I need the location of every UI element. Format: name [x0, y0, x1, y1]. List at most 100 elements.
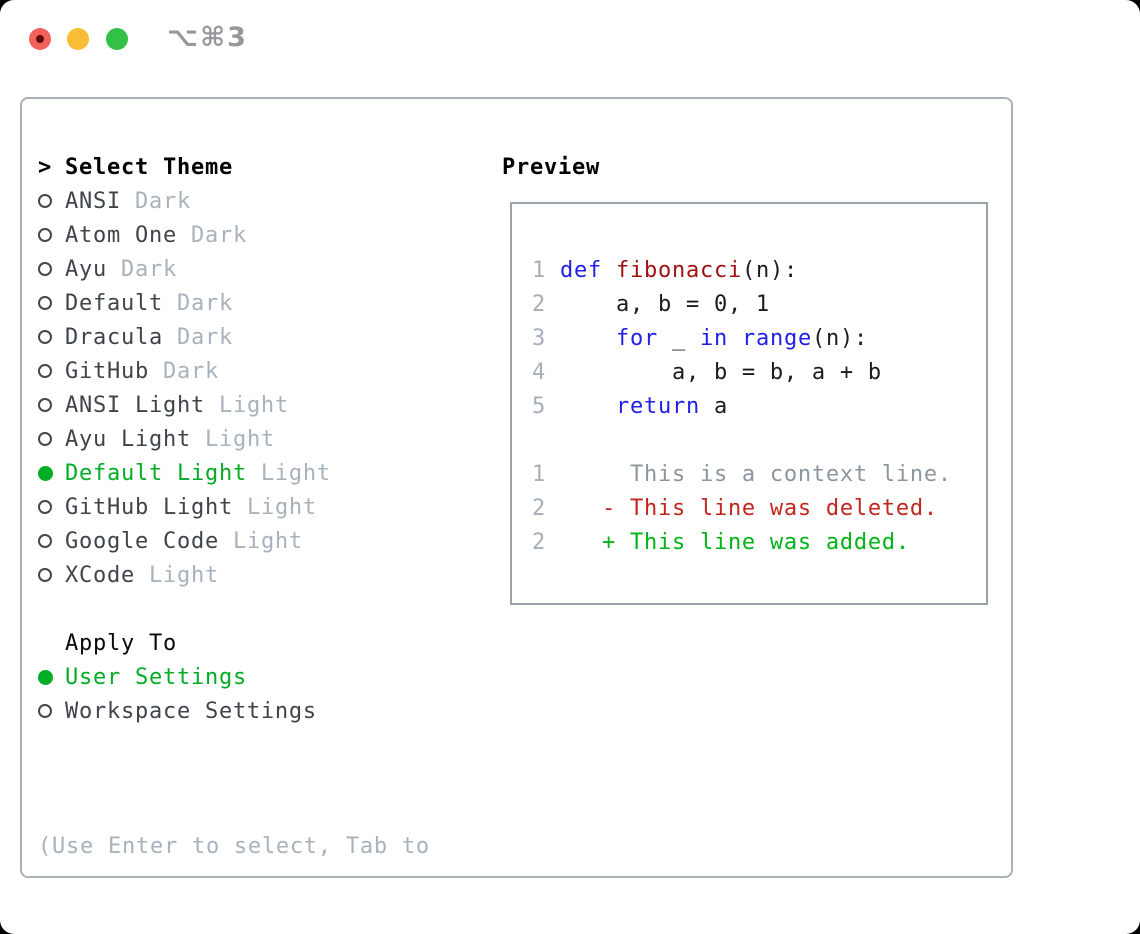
preview-title: Preview — [502, 154, 600, 180]
radio-icon — [38, 364, 65, 378]
radio-icon — [38, 704, 65, 718]
code-token-pl: (n): — [811, 326, 868, 351]
window-shortcut-title: ⌥⌘3 — [167, 22, 248, 53]
close-button[interactable] — [29, 28, 51, 50]
code-token-kw: for — [615, 326, 658, 351]
radio-icon — [38, 262, 65, 276]
code-token-pl: a, b = b, a + b — [560, 360, 882, 385]
code-line: 2 + This line was added. — [532, 526, 986, 560]
theme-option-github[interactable]: GitHub Dark — [38, 354, 488, 388]
theme-option-github-light-label: GitHub Light — [65, 494, 233, 520]
apply-option-user-settings[interactable]: User Settings — [38, 660, 488, 694]
close-dot-icon — [36, 35, 44, 43]
theme-option-ayu-light-label: Ayu Light — [65, 426, 191, 452]
theme-variant-tag: Dark — [162, 290, 233, 316]
radio-icon — [38, 228, 65, 242]
apply-option-user-settings-label: User Settings — [65, 664, 247, 690]
apply-to-header: Apply To — [38, 626, 488, 660]
theme-option-github-light[interactable]: GitHub Light Light — [38, 490, 488, 524]
theme-option-xcode-label: XCode — [65, 562, 135, 588]
apply-option-workspace-settings[interactable]: Workspace Settings — [38, 694, 488, 728]
theme-option-ayu-label: Ayu — [65, 256, 107, 282]
theme-option-default-light-label: Default Light — [65, 460, 247, 486]
help-line-1: (Use Enter to select, Tab to — [38, 834, 430, 859]
theme-variant-tag: Dark — [162, 324, 233, 350]
theme-option-xcode[interactable]: XCode Light — [38, 558, 488, 592]
cursor-caret-icon: > — [38, 154, 52, 180]
theme-variant-tag: Dark — [148, 358, 219, 384]
theme-option-default-label: Default — [65, 290, 163, 316]
code-line: 1 def fibonacci(n): — [532, 254, 986, 288]
theme-option-ayu[interactable]: Ayu Dark — [38, 252, 488, 286]
line-number: 3 — [532, 326, 560, 351]
select-theme-header: > Select Theme — [38, 150, 488, 184]
code-token-kw: in — [699, 326, 728, 351]
titlebar: ⌥⌘3 — [0, 0, 1140, 97]
radio-icon — [38, 330, 65, 344]
code-token-pl: (n): — [741, 258, 798, 283]
code-token-del: - This line was deleted. — [560, 496, 938, 521]
code-token-kw: range — [741, 326, 812, 351]
theme-variant-tag: Dark — [120, 188, 191, 214]
theme-option-ansi-label: ANSI — [65, 188, 121, 214]
theme-variant-tag: Light — [218, 528, 303, 554]
theme-option-google-code[interactable]: Google Code Light — [38, 524, 488, 558]
theme-option-ansi[interactable]: ANSI Dark — [38, 184, 488, 218]
theme-option-dracula-label: Dracula — [65, 324, 163, 350]
theme-variant-tag: Light — [204, 392, 289, 418]
code-token-add: + This line was added. — [560, 530, 910, 555]
code-token-pl — [560, 394, 616, 419]
code-token-pl: a — [699, 394, 728, 419]
line-number: 2 — [532, 530, 560, 555]
zoom-button[interactable] — [106, 28, 128, 50]
theme-variant-tag: Dark — [176, 222, 247, 248]
theme-option-ayu-light[interactable]: Ayu Light Light — [38, 422, 488, 456]
theme-option-ansi-light[interactable]: ANSI Light Light — [38, 388, 488, 422]
code-token-pl — [560, 326, 616, 351]
code-token-ctx: This is a context line. — [560, 462, 952, 487]
apply-option-workspace-settings-label: Workspace Settings — [65, 698, 317, 724]
line-number — [532, 428, 546, 453]
theme-option-ansi-light-label: ANSI Light — [65, 392, 205, 418]
code-line: 3 for _ in range(n): — [532, 322, 986, 356]
theme-variant-tag: Light — [134, 562, 219, 588]
theme-variant-tag: Light — [246, 460, 331, 486]
line-number: 1 — [532, 258, 560, 283]
code-token-kw: def — [560, 258, 602, 283]
minimize-button[interactable] — [67, 28, 89, 50]
theme-option-dracula[interactable]: Dracula Dark — [38, 320, 488, 354]
help-text: (Use Enter to select, Tab to change focu… — [38, 762, 488, 934]
radio-icon — [38, 398, 65, 412]
code-token-pl: a, b = 0, 1 — [560, 292, 770, 317]
theme-option-google-code-label: Google Code — [65, 528, 219, 554]
code-line: 1 This is a context line. — [532, 458, 986, 492]
radio-icon — [38, 500, 65, 514]
radio-icon — [38, 568, 65, 582]
code-line: 5 return a — [532, 390, 986, 424]
radio-icon — [38, 534, 65, 548]
theme-option-atom-one[interactable]: Atom One Dark — [38, 218, 488, 252]
theme-option-default-light[interactable]: Default Light Light — [38, 456, 488, 490]
code-line: 2 a, b = 0, 1 — [532, 288, 986, 322]
radio-icon — [38, 432, 65, 446]
theme-option-atom-one-label: Atom One — [65, 222, 177, 248]
select-theme-title: Select Theme — [65, 154, 233, 180]
line-number: 1 — [532, 462, 560, 487]
theme-variant-tag: Light — [232, 494, 317, 520]
radio-selected-icon — [38, 669, 65, 685]
code-token-kw: return — [615, 394, 700, 419]
code-line: 2 - This line was deleted. — [532, 492, 986, 526]
theme-option-default[interactable]: Default Dark — [38, 286, 488, 320]
theme-variant-tag: Dark — [107, 256, 177, 282]
code-token-pl: _ — [657, 326, 700, 351]
code-line — [532, 424, 986, 458]
line-number: 4 — [532, 360, 560, 385]
radio-icon — [38, 194, 65, 208]
theme-option-github-label: GitHub — [65, 358, 149, 384]
